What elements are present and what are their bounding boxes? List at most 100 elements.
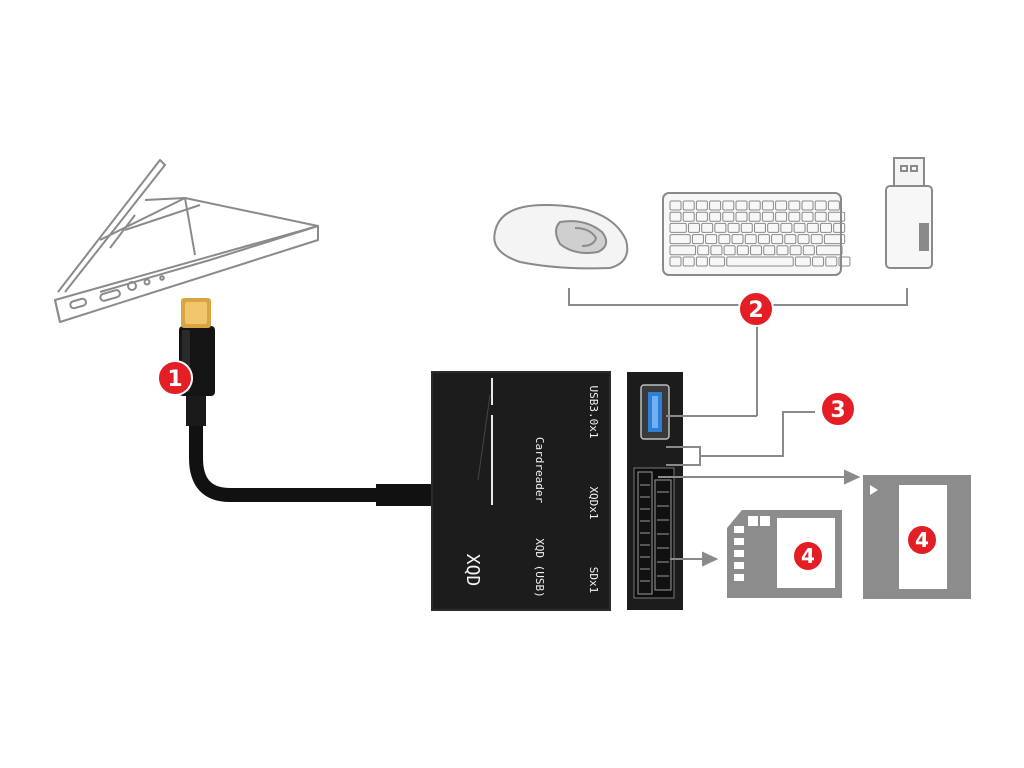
- port-sd-label: SDx1: [587, 567, 600, 594]
- port-usb-label: USB3.0x1: [587, 386, 600, 439]
- keyboard-key: [748, 200, 761, 211]
- keyboard-key: [750, 245, 763, 256]
- keyboard-key: [801, 211, 814, 222]
- keyboard-key: [776, 245, 789, 256]
- keyboard-key: [709, 200, 722, 211]
- keyboard-key: [784, 234, 797, 245]
- port-xqd-label: XQDx1: [587, 486, 600, 519]
- sd-card-icon: [727, 510, 842, 598]
- keyboard-key: [735, 200, 748, 211]
- keyboard-key: [682, 211, 695, 222]
- badge-card-slots: 3: [820, 391, 856, 427]
- keyboard-key: [801, 200, 814, 211]
- keyboard-key: [797, 234, 810, 245]
- mouse-icon: [493, 203, 629, 270]
- keyboard-key: [691, 234, 704, 245]
- keyboard-key: [695, 200, 708, 211]
- keyboard-key: [812, 256, 825, 267]
- keyboard-key: [775, 200, 788, 211]
- slot-callout-lines: [666, 411, 815, 466]
- keyboard-key: [802, 245, 815, 256]
- usb-c-cable: [179, 298, 434, 506]
- keyboard-key: [757, 234, 770, 245]
- badge-usb-peripherals: 2: [738, 291, 774, 327]
- svg-text:4: 4: [801, 544, 815, 568]
- keyboard-key: [705, 234, 718, 245]
- keyboard-icon: [662, 192, 851, 276]
- svg-text:1: 1: [167, 367, 182, 392]
- keyboard-key: [788, 211, 801, 222]
- keyboard-key: [723, 245, 736, 256]
- keyboard-key: [731, 234, 744, 245]
- svg-text:3: 3: [830, 398, 845, 423]
- keyboard-key: [793, 222, 806, 233]
- keyboard-key: [816, 245, 843, 256]
- keyboard-key: [827, 200, 840, 211]
- card-reader-side: [627, 372, 683, 610]
- keyboard-key: [744, 234, 757, 245]
- brand-label: XQD: [462, 554, 483, 587]
- product-label: Cardreader: [533, 437, 546, 504]
- keyboard-key: [814, 200, 827, 211]
- keyboard-key: [819, 222, 832, 233]
- keyboard-key: [740, 222, 753, 233]
- keyboard-key: [695, 211, 708, 222]
- usb-flash-drive-icon: [885, 157, 933, 269]
- keyboard-key: [825, 256, 838, 267]
- keyboard-key: [763, 245, 776, 256]
- keyboard-key: [767, 222, 780, 233]
- keyboard-key: [833, 222, 846, 233]
- keyboard-key: [814, 211, 827, 222]
- keyboard-key: [669, 234, 691, 245]
- sd-slot: [654, 479, 672, 591]
- keyboard-key: [687, 222, 700, 233]
- keyboard-key: [669, 222, 687, 233]
- keyboard-key: [718, 234, 731, 245]
- keyboard-key: [761, 211, 774, 222]
- badge-sd-card: 4: [792, 540, 824, 572]
- keyboard-key: [775, 211, 788, 222]
- card-arrows: [658, 469, 861, 567]
- badge-usb-c-cable: 1: [157, 360, 193, 396]
- keyboard-key: [701, 222, 714, 233]
- keyboard-key: [753, 222, 766, 233]
- keyboard-key: [794, 256, 811, 267]
- type-label: XQD (USB): [533, 538, 546, 598]
- keyboard-key: [714, 222, 727, 233]
- keyboard-key: [695, 256, 708, 267]
- keyboard-key: [682, 200, 695, 211]
- keyboard-key: [722, 211, 735, 222]
- keyboard-key: [771, 234, 784, 245]
- keyboard-key: [682, 256, 695, 267]
- keyboard-key: [726, 256, 794, 267]
- keyboard-key: [669, 245, 697, 256]
- keyboard-key: [789, 245, 802, 256]
- keyboard-key: [736, 245, 749, 256]
- badge-xqd-card: 4: [906, 524, 938, 556]
- keyboard-key: [669, 200, 682, 211]
- keyboard-key: [761, 200, 774, 211]
- keyboard-key: [669, 211, 682, 222]
- keyboard-key: [709, 256, 726, 267]
- keyboard-key: [810, 234, 823, 245]
- svg-text:2: 2: [748, 298, 763, 323]
- card-reader-front: XQD XQD (USB) Cardreader USB3.0x1 XQDx1 …: [431, 371, 611, 611]
- keyboard-key: [722, 200, 735, 211]
- laptop-icon: [54, 159, 319, 323]
- keyboard-key: [780, 222, 793, 233]
- keyboard-key: [838, 256, 851, 267]
- keyboard-key: [823, 234, 846, 245]
- keyboard-key: [709, 211, 722, 222]
- keyboard-key: [827, 211, 846, 222]
- keyboard-key: [710, 245, 723, 256]
- keyboard-key: [788, 200, 801, 211]
- keyboard-key: [735, 211, 748, 222]
- keyboard-key: [748, 211, 761, 222]
- keyboard-key: [727, 222, 740, 233]
- keyboard-key: [806, 222, 819, 233]
- keyboard-key: [697, 245, 710, 256]
- keyboard-key: [669, 256, 682, 267]
- svg-text:4: 4: [915, 528, 929, 552]
- peripheral-bracket: [568, 288, 908, 417]
